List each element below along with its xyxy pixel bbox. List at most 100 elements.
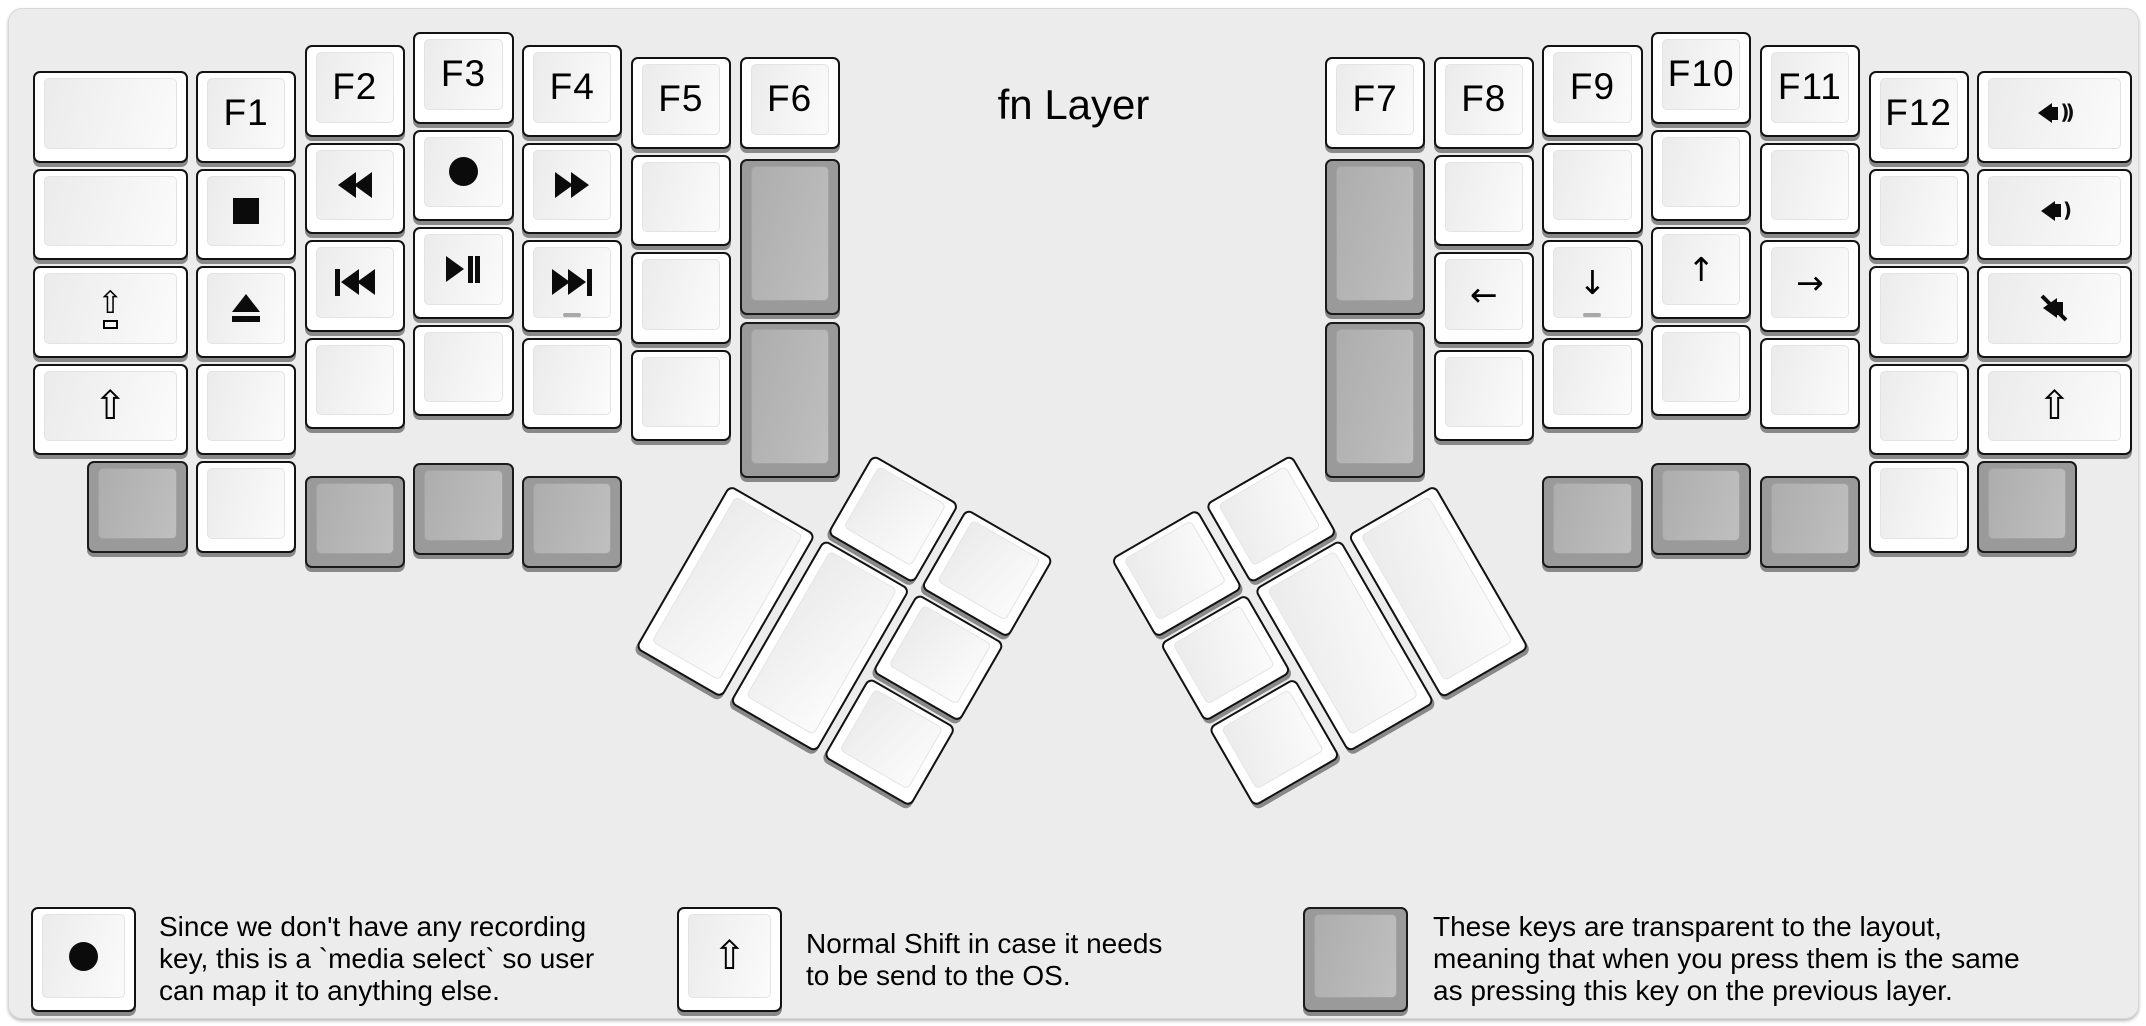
key-transparent[interactable] xyxy=(522,476,623,568)
key-blank[interactable] xyxy=(522,337,623,430)
keycap: F1 xyxy=(207,78,286,149)
key-transparent[interactable] xyxy=(1759,476,1860,568)
key-blank[interactable] xyxy=(1542,142,1643,235)
keycap: ↑ xyxy=(1662,234,1741,305)
key-arrow-right[interactable]: → xyxy=(1759,240,1860,332)
key-fast-forward[interactable] xyxy=(522,142,623,235)
keycap xyxy=(750,166,829,302)
key-blank[interactable] xyxy=(196,461,297,553)
homing-dash xyxy=(563,313,582,317)
keycap xyxy=(533,149,612,221)
key-blank[interactable] xyxy=(630,252,731,344)
key-blank[interactable] xyxy=(1868,363,1969,456)
key-blank[interactable] xyxy=(413,324,514,417)
keycap xyxy=(315,247,394,318)
key-blank[interactable] xyxy=(1759,142,1860,235)
key-f1[interactable]: F1 xyxy=(196,71,297,163)
key-caps-lock[interactable]: ⇧ xyxy=(33,266,188,358)
key-blank[interactable] xyxy=(1542,337,1643,430)
key-f8[interactable]: F8 xyxy=(1433,57,1534,149)
key-blank[interactable] xyxy=(196,363,297,456)
key-blank[interactable] xyxy=(33,71,188,163)
key-transparent[interactable] xyxy=(1325,322,1426,479)
keycap xyxy=(1662,470,1741,541)
key-f9[interactable]: F9 xyxy=(1542,45,1643,137)
key-label: F5 xyxy=(658,78,704,120)
keycap: F5 xyxy=(641,64,720,135)
key-transparent[interactable] xyxy=(304,476,405,568)
keycap: → xyxy=(1770,247,1849,318)
key-transparent[interactable] xyxy=(1542,476,1643,568)
key-blank[interactable] xyxy=(1868,266,1969,358)
key-f4[interactable]: F4 xyxy=(522,45,623,137)
keycap xyxy=(843,465,947,566)
key-blank[interactable] xyxy=(630,154,731,247)
key-blank[interactable] xyxy=(630,349,731,442)
keycap: )) xyxy=(1988,78,2121,149)
keycap xyxy=(1444,161,1523,233)
keycap xyxy=(1444,356,1523,428)
keycap xyxy=(1314,914,1397,998)
key-shift[interactable]: ⇧ xyxy=(33,363,188,456)
key-f6[interactable]: F6 xyxy=(739,57,840,149)
key-transparent[interactable] xyxy=(1977,461,2078,553)
key-transparent[interactable] xyxy=(739,159,840,316)
key-next-track[interactable] xyxy=(522,240,623,332)
key-arrow-left[interactable]: ← xyxy=(1433,252,1534,344)
keycap: F9 xyxy=(1553,52,1632,123)
keycap: F2 xyxy=(315,52,394,123)
keycap: F3 xyxy=(424,39,503,110)
key-arrow-down[interactable]: ↓ xyxy=(1542,240,1643,332)
keycap: F12 xyxy=(1879,78,1958,149)
key-blank[interactable] xyxy=(33,168,188,261)
key-transparent[interactable] xyxy=(87,461,188,553)
key-transparent[interactable] xyxy=(739,322,840,479)
key-f7[interactable]: F7 xyxy=(1325,57,1426,149)
key-arrow-up[interactable]: ↑ xyxy=(1651,227,1752,319)
mute-icon xyxy=(2040,295,2067,322)
key-blank[interactable] xyxy=(1433,349,1534,442)
keycap xyxy=(207,273,286,344)
keycap xyxy=(937,519,1041,621)
key-f2[interactable]: F2 xyxy=(304,45,405,137)
key-volume-up[interactable]: )) xyxy=(1977,71,2132,163)
rewind-icon xyxy=(337,171,372,198)
key-f5[interactable]: F5 xyxy=(630,57,731,149)
keycap xyxy=(1336,329,1415,465)
key-label: F2 xyxy=(332,66,378,108)
key-f11[interactable]: F11 xyxy=(1759,45,1860,137)
key-play-pause[interactable] xyxy=(413,227,514,319)
key-stop[interactable] xyxy=(196,168,297,261)
key-label: F1 xyxy=(223,92,269,134)
key-prev-track[interactable] xyxy=(304,240,405,332)
keycap xyxy=(1553,344,1632,416)
keycap xyxy=(1217,465,1321,567)
keycap: ⇧ xyxy=(44,273,177,344)
key-transparent[interactable] xyxy=(1325,159,1426,316)
key-transparent[interactable] xyxy=(1651,463,1752,555)
key-blank[interactable] xyxy=(1868,461,1969,553)
key-transparent[interactable] xyxy=(413,463,514,555)
key-f10[interactable]: F10 xyxy=(1651,32,1752,124)
record-icon xyxy=(448,157,478,187)
key-blank[interactable] xyxy=(1651,129,1752,222)
key-record[interactable] xyxy=(413,129,514,222)
keycap xyxy=(1662,331,1741,403)
shift-icon: ⇧ xyxy=(2037,383,2072,430)
key-blank[interactable] xyxy=(1868,168,1969,261)
key-blank[interactable] xyxy=(1651,324,1752,417)
key-blank[interactable] xyxy=(1759,337,1860,430)
key-blank[interactable] xyxy=(1433,154,1534,247)
keycap xyxy=(533,483,612,554)
right-thumb-cluster xyxy=(1106,396,1536,813)
key-mute[interactable] xyxy=(1977,266,2132,358)
key-eject[interactable] xyxy=(196,266,297,358)
keycap xyxy=(641,161,720,233)
key-rewind[interactable] xyxy=(304,142,405,235)
key-blank[interactable] xyxy=(304,337,405,430)
keycap xyxy=(424,136,503,208)
key-shift[interactable]: ⇧ xyxy=(1977,363,2132,456)
key-f3[interactable]: F3 xyxy=(413,32,514,124)
key-volume-down[interactable]: ) xyxy=(1977,168,2132,261)
key-f12[interactable]: F12 xyxy=(1868,71,1969,163)
